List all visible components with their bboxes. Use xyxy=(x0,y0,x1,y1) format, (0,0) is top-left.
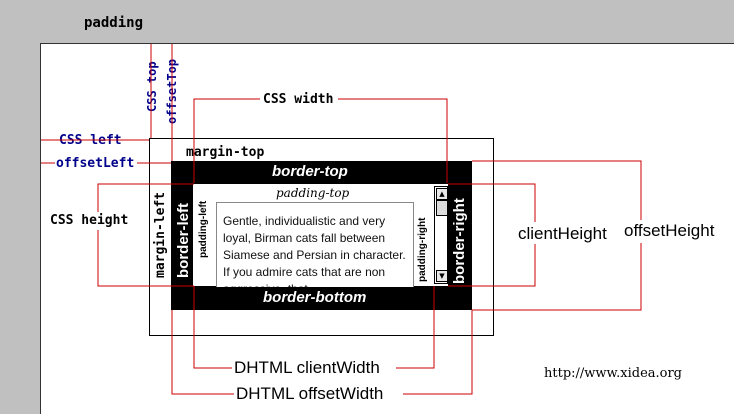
scrollbar-thumb[interactable] xyxy=(436,200,448,216)
css-width-line xyxy=(193,98,260,183)
content-box: Gentle, individualistic and very loyal, … xyxy=(216,202,414,287)
offset-width-line-right xyxy=(403,310,473,395)
content-text: Gentle, individualistic and very loyal, … xyxy=(223,214,406,287)
offset-height-line xyxy=(472,160,642,220)
css-width-label: CSS width xyxy=(262,92,335,107)
client-height-label: clientHeight xyxy=(518,224,607,244)
border-bottom-label: border-bottom xyxy=(263,289,367,306)
offset-width-line xyxy=(171,310,234,395)
client-width-line xyxy=(193,286,232,369)
url-text[interactable]: http://www.xidea.org xyxy=(544,366,683,381)
border-top-label: border-top xyxy=(272,163,348,180)
padding-title: padding xyxy=(84,15,144,31)
padding-top-label: padding-top xyxy=(276,186,350,200)
client-width-line-right xyxy=(396,286,435,369)
margin-top-label: margin-top xyxy=(186,145,265,160)
css-height-line xyxy=(97,183,194,212)
vertical-scrollbar[interactable]: ▲ ▼ xyxy=(434,186,448,284)
css-height-label: CSS height xyxy=(50,213,129,228)
dimension-lines xyxy=(41,44,642,395)
css-width-line-right xyxy=(338,98,448,183)
css-height-line-bottom xyxy=(97,230,194,287)
offset-height-line-bottom xyxy=(472,243,642,311)
scroll-down-arrow-icon[interactable]: ▼ xyxy=(436,270,448,282)
offset-left-label: offsetLeft xyxy=(56,156,135,171)
offset-width-label: DHTML offsetWidth xyxy=(236,384,384,404)
client-width-label: DHTML clientWidth xyxy=(234,358,380,378)
offset-height-label: offsetHeight xyxy=(624,221,715,241)
client-height-line xyxy=(448,183,536,222)
scroll-up-arrow-icon[interactable]: ▲ xyxy=(436,188,448,200)
client-height-line-bottom xyxy=(448,244,536,287)
